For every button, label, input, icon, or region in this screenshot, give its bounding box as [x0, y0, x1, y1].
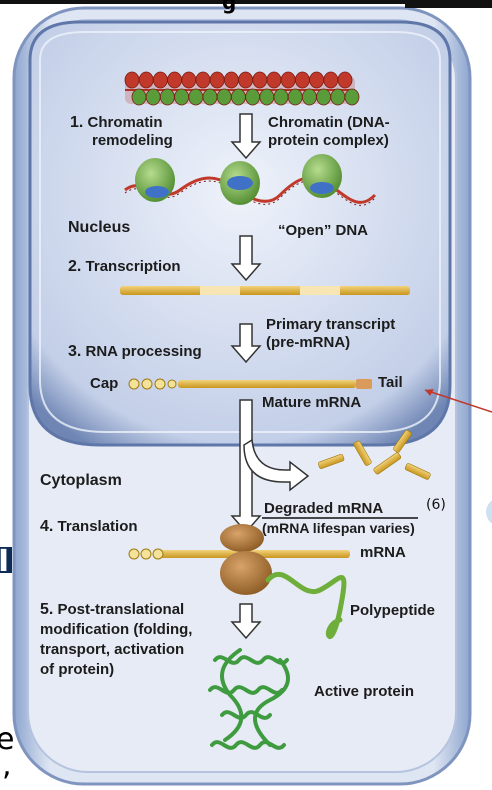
- degradation-arrow: [243, 438, 310, 492]
- polypeptide-chain: [265, 571, 347, 639]
- mrna-label: mRNA: [360, 544, 406, 561]
- chromatin-bead: [323, 71, 339, 89]
- chromatin-bead: [181, 71, 197, 89]
- nucleus-envelope: [28, 20, 452, 447]
- chromatin-bead: [309, 71, 325, 89]
- top-crop-bar: [0, 0, 492, 4]
- open-chromatin: [124, 154, 377, 206]
- chromatin-bead: [238, 71, 254, 89]
- chromatin-bead: [131, 88, 147, 106]
- edge-fragment-left-bottom-1: e: [0, 722, 15, 757]
- chromatin-bead: [266, 71, 282, 89]
- mature-mrna-label: Mature mRNA: [262, 394, 362, 411]
- degraded-mrna-fragments: [318, 429, 431, 480]
- chromatin-bead: [209, 71, 225, 89]
- degraded-mrna-label: Degraded mRNA: [264, 500, 384, 517]
- cytoplasm-label: Cytoplasm: [40, 472, 122, 489]
- annotation-pointer: [424, 389, 492, 413]
- ribosome: [220, 524, 272, 595]
- active-protein: [208, 648, 290, 750]
- cap-label: Cap: [90, 375, 119, 392]
- chromatin-bead: [167, 71, 183, 89]
- step-1-label: 1. Chromatin remodeling: [70, 114, 173, 149]
- edge-block: [0, 547, 12, 573]
- mrna-lifespan-label: (mRNA lifespan varies): [262, 520, 415, 536]
- chromatin-bead: [280, 71, 296, 89]
- chromatin-bead: [145, 88, 161, 106]
- edge-fragment-left-mid: I: [0, 544, 10, 579]
- chromatin-bead: [259, 88, 275, 106]
- chromatin-bead: [223, 71, 239, 89]
- open-dna-label: “Open” DNA: [278, 222, 368, 239]
- chromatin-bead: [301, 88, 317, 106]
- chromatin-bead: [202, 88, 218, 106]
- primary-transcript-strand: [120, 286, 410, 295]
- chromatin-bead: [188, 88, 204, 106]
- mature-mrna-strand: [128, 378, 372, 390]
- chromatin-bead: [138, 71, 154, 89]
- chromatin-bead: [252, 71, 268, 89]
- handwritten-annotation: (6): [426, 497, 446, 513]
- active-protein-label: Active protein: [314, 683, 415, 700]
- process-arrows: [230, 113, 262, 640]
- primary-transcript-label: Primary transcript (pre-mRNA): [266, 316, 396, 351]
- chromatin-bead: [287, 88, 303, 106]
- chromatin-bead: [152, 71, 168, 89]
- chromatin-complex-label: Chromatin (DNA- protein complex): [268, 114, 390, 149]
- step-3-label: 3. RNA processing: [68, 343, 202, 360]
- nucleus-label: Nucleus: [68, 219, 131, 236]
- chromatin-bead: [337, 71, 353, 89]
- chromatin-bead: [124, 71, 140, 89]
- edge-fragment-left-bottom-2: ,: [2, 748, 12, 783]
- chromatin-bead: [159, 88, 175, 106]
- chromatin-bead: [230, 88, 246, 106]
- top-crop-glyph: g: [222, 0, 237, 14]
- tail-label: Tail: [378, 374, 403, 391]
- chromatin-bead: [294, 71, 310, 89]
- edge-circle: [486, 500, 492, 524]
- step-2-label: 2. Transcription: [68, 258, 181, 275]
- step-5-label: 5. Post-translational modification (fold…: [40, 601, 193, 678]
- chromatin-bead: [216, 88, 232, 106]
- step-4-label: 4. Translation: [40, 518, 138, 535]
- chromatin-bead: [344, 88, 360, 106]
- chromatin-bead: [245, 88, 261, 106]
- chromatin-bead: [330, 88, 346, 106]
- chromatin-bead: [316, 88, 332, 106]
- polypeptide-label: Polypeptide: [350, 602, 436, 619]
- chromatin-bead: [174, 88, 190, 106]
- chromatin-bead: [195, 71, 211, 89]
- chromatin-bead: [273, 88, 289, 106]
